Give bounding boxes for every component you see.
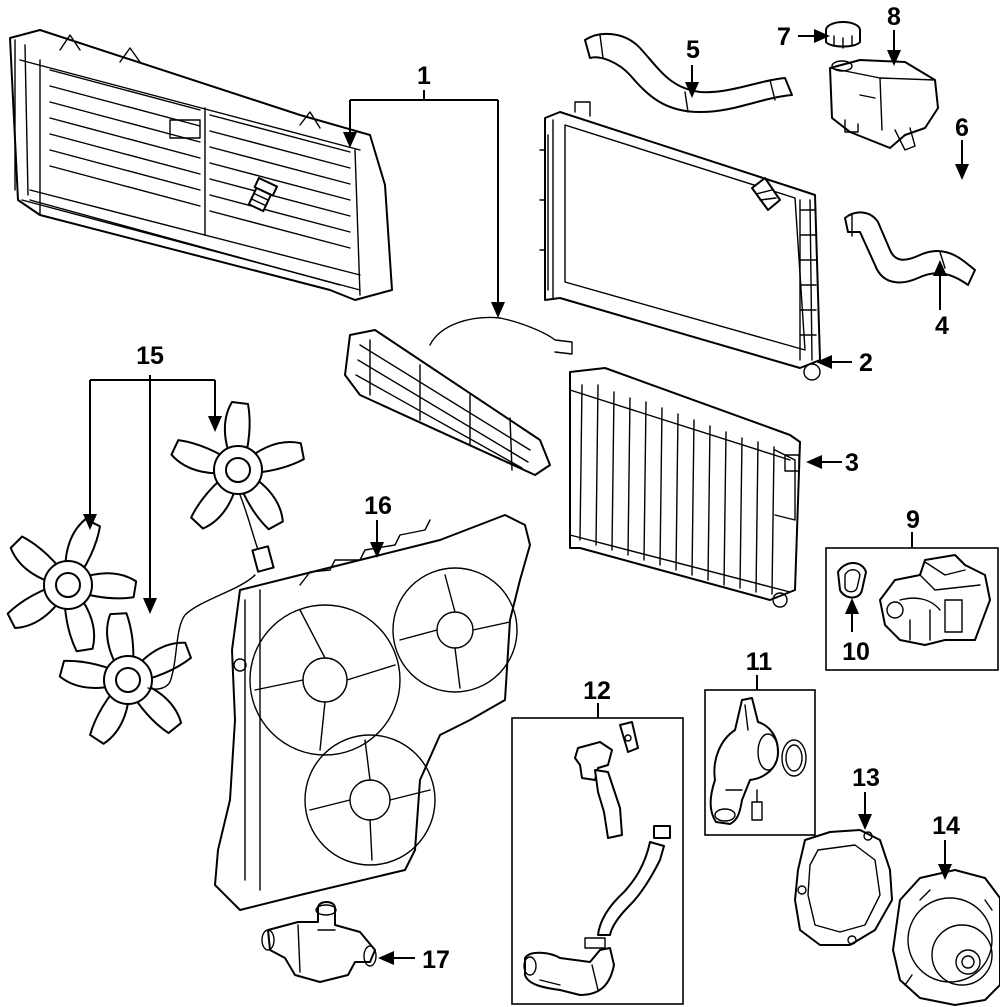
temperature-sensor xyxy=(247,177,278,213)
temperature-sensor-body xyxy=(751,177,781,211)
radiator xyxy=(539,101,821,381)
bypass-pipe-assembly xyxy=(523,721,671,996)
callout-9: 9 xyxy=(906,506,920,534)
upper-hose xyxy=(584,32,793,113)
callout-15-leader xyxy=(83,375,222,614)
callout-13: 13 xyxy=(852,764,880,792)
thermostat-housing xyxy=(879,554,991,646)
callout-17: 17 xyxy=(422,946,450,974)
callout-2: 2 xyxy=(859,349,873,377)
water-pump xyxy=(892,869,1000,1006)
callout-1: 1 xyxy=(417,62,431,90)
callout-11: 11 xyxy=(746,648,773,676)
callout-1-leader xyxy=(343,90,505,318)
callout-5: 5 xyxy=(686,36,700,64)
callout-11-box xyxy=(704,689,816,836)
callout-14: 14 xyxy=(932,812,960,840)
callout-8: 8 xyxy=(887,3,901,31)
callout-7: 7 xyxy=(777,23,791,51)
fan-lower xyxy=(57,610,195,748)
callout-10: 10 xyxy=(842,638,870,666)
callout-12: 12 xyxy=(583,677,611,705)
auxiliary-pump xyxy=(261,901,377,983)
callout-16: 16 xyxy=(364,492,392,520)
coolant-reservoir xyxy=(829,59,939,151)
fan-upper xyxy=(168,401,308,534)
callout-15: 15 xyxy=(136,342,164,370)
grille-shutter-upper xyxy=(9,29,393,301)
callout-arrows xyxy=(370,29,969,965)
reservoir-cap xyxy=(825,21,861,49)
grille-shutter-lower xyxy=(344,316,573,476)
fan-shroud xyxy=(214,514,531,911)
callout-6: 6 xyxy=(955,114,969,142)
lower-hose xyxy=(844,211,976,286)
fan-left xyxy=(4,515,138,655)
gasket-10 xyxy=(837,562,867,599)
fan-wiring xyxy=(147,494,275,690)
water-pump-gasket xyxy=(794,829,893,946)
callout-labels: 1 2 3 4 5 6 7 8 9 10 11 12 13 14 15 16 1… xyxy=(136,3,969,974)
callout-3: 3 xyxy=(845,449,859,477)
callout-4: 4 xyxy=(935,312,949,340)
outlet-housing xyxy=(709,697,807,825)
condenser xyxy=(569,367,801,608)
